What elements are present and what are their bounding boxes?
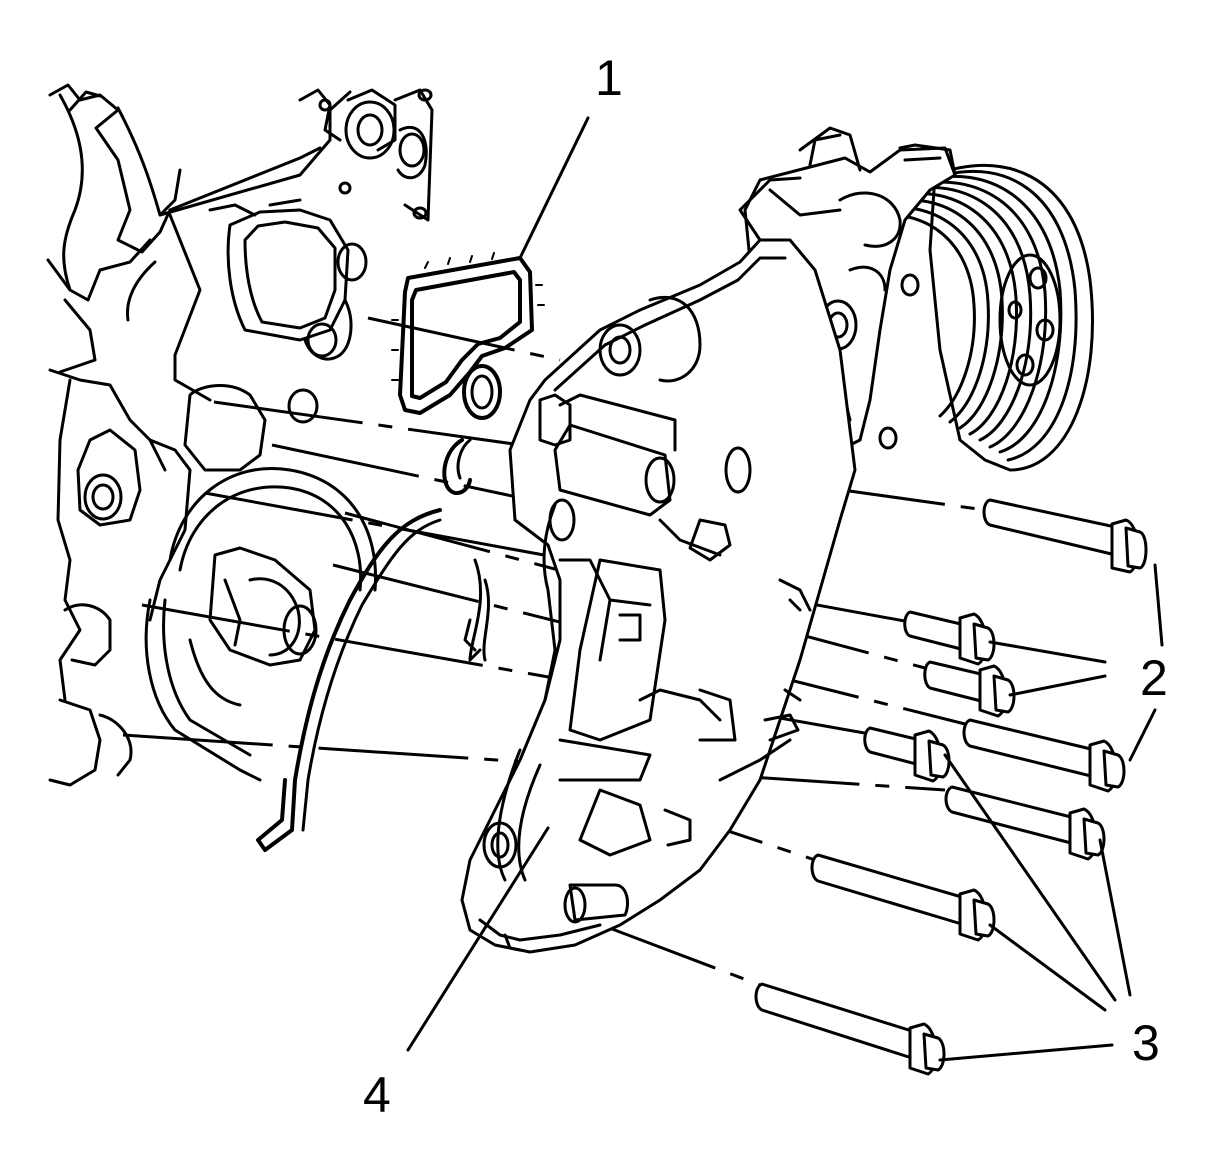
callout-3: 3: [1132, 1015, 1160, 1071]
bolt-2-lower: [962, 718, 1126, 793]
generator-bracket: [460, 176, 857, 954]
bolt-3-upper: [863, 726, 951, 783]
callout-1: 1: [595, 50, 623, 106]
water-pump-gasket: [391, 252, 545, 496]
callout-4: 4: [363, 1067, 391, 1123]
callout-2: 2: [1140, 650, 1168, 706]
callout-leaders: [406, 116, 1164, 1062]
callout-labels: 1 2 3 4: [363, 50, 1168, 1123]
bolt-2-upper: [982, 498, 1148, 574]
bolt-3-middle-a: [944, 785, 1106, 861]
engine-block: [46, 83, 434, 787]
water-pump-pulley: [863, 163, 1094, 472]
bolt-2-middle-a: [903, 610, 996, 666]
bolt-3-lower: [754, 982, 946, 1076]
bolts: [754, 498, 1148, 1076]
bolt-3-middle-b: [810, 853, 996, 942]
bolt-2-middle-b: [923, 660, 1016, 718]
coolant-hose: [256, 508, 490, 852]
